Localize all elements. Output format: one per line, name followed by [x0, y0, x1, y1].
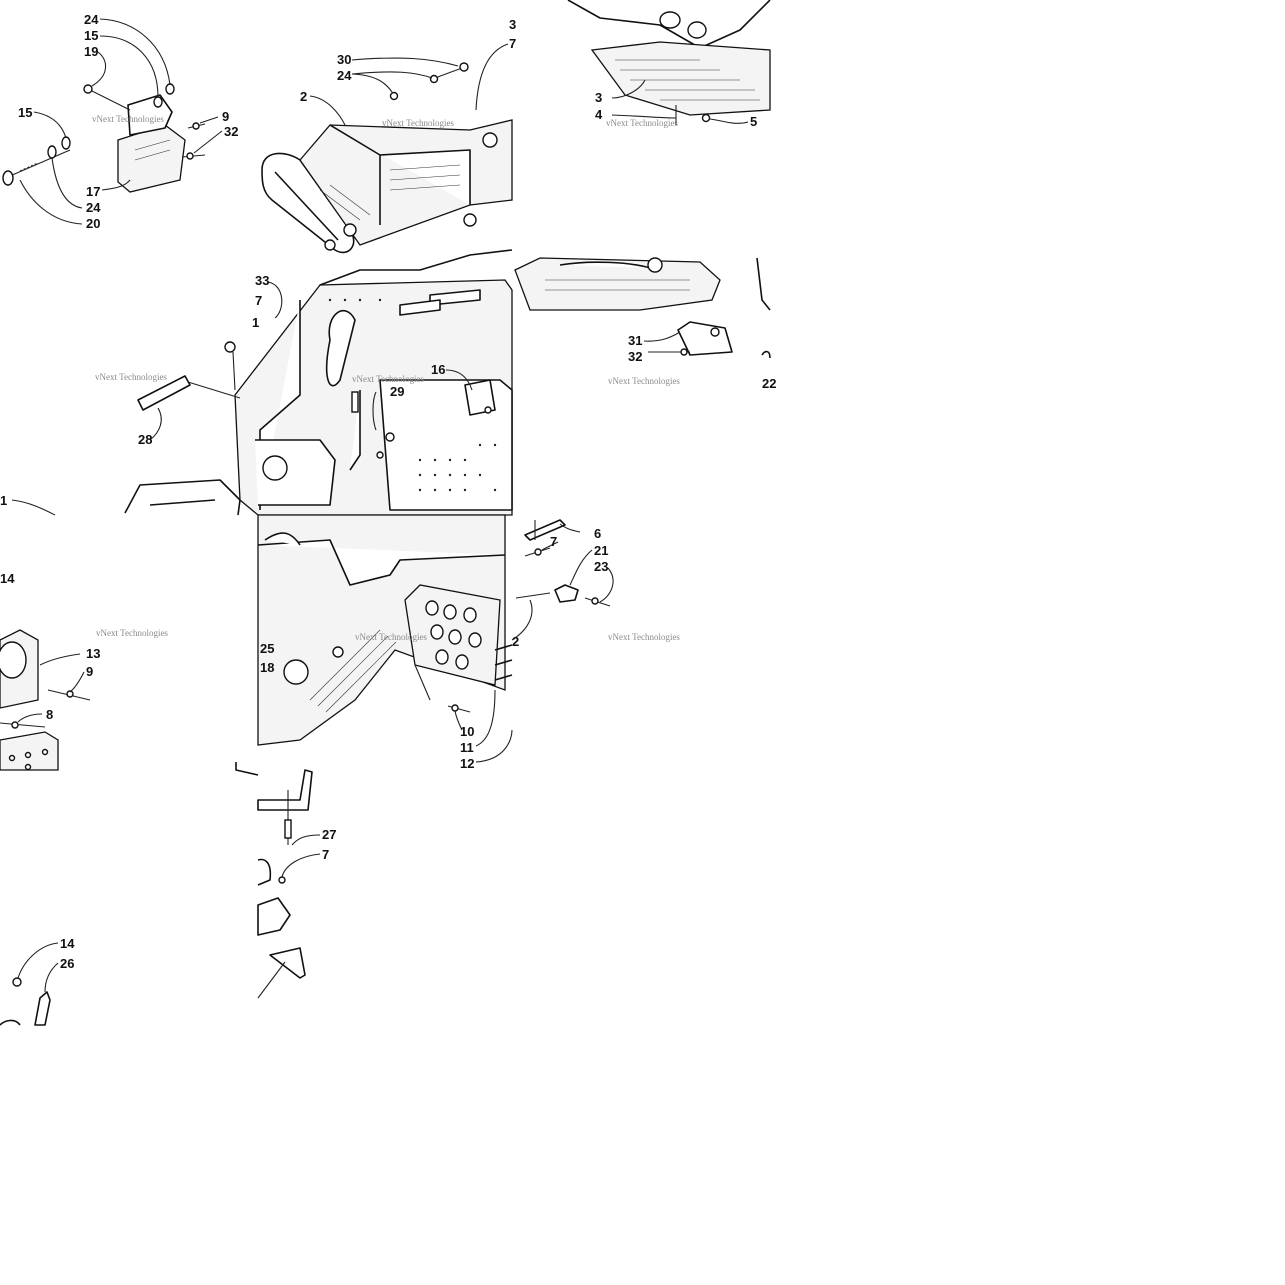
callout-29: 29 — [390, 384, 404, 399]
watermark: vNext Technologies — [92, 114, 164, 124]
tile-top-right: 3 4 5 31 32 22 vNext Technologies vNext … — [514, 0, 776, 391]
tile-middle-left: 14 13 9 8 14 26 vNext Technologies — [0, 571, 168, 1026]
callout-11: 11 — [460, 740, 474, 755]
callout-3: 3 — [509, 17, 516, 32]
callout-15: 15 — [18, 105, 32, 120]
strip-6 — [524, 519, 566, 541]
callout-1: 1 — [0, 493, 7, 508]
watermark: vNext Technologies — [352, 374, 424, 384]
callout-8: 8 — [46, 707, 53, 722]
callout-23: 23 — [594, 559, 608, 574]
callout-7: 7 — [255, 293, 262, 308]
frame-left-rail — [261, 152, 355, 254]
tray-3 — [590, 41, 771, 116]
callout-4: 4 — [595, 107, 603, 122]
callout-24: 24 — [84, 12, 99, 27]
callout-7: 7 — [322, 847, 329, 862]
callout-18: 18 — [260, 660, 274, 675]
callout-30: 30 — [337, 52, 351, 67]
callout-21: 21 — [594, 543, 608, 558]
plate-28 — [137, 375, 191, 411]
front-frame-panel — [257, 514, 506, 746]
tile-middle-center: 6 7 21 23 2 25 18 10 11 12 27 7 vNext Te… — [235, 514, 680, 999]
callout-7: 7 — [550, 534, 557, 549]
callout-22: 22 — [762, 376, 776, 391]
callout-1: 1 — [252, 315, 259, 330]
callout-33: 33 — [255, 273, 269, 288]
callout-13: 13 — [86, 646, 100, 661]
rivet-pattern — [328, 298, 497, 492]
tray-lower — [514, 257, 721, 311]
callout-32: 32 — [628, 349, 642, 364]
callout-9: 9 — [222, 109, 229, 124]
callout-27: 27 — [322, 827, 336, 842]
callout-10: 10 — [460, 724, 474, 739]
callout-3: 3 — [595, 90, 602, 105]
side-plate — [0, 731, 59, 771]
watermark: vNext Technologies — [355, 632, 427, 642]
clip-21 — [554, 584, 579, 603]
callout-2: 2 — [300, 89, 307, 104]
bracket-26 — [34, 991, 51, 1026]
tile-top-center: 30 24 3 7 2 33 7 1 16 29 28 1 vNext Tech… — [0, 17, 516, 516]
callout-24: 24 — [86, 200, 101, 215]
callout-20: 20 — [86, 216, 100, 231]
lower-bar — [257, 769, 313, 811]
frame-oval-cutout — [326, 309, 356, 387]
lower-bracket — [257, 897, 291, 936]
callout-14: 14 — [0, 571, 15, 586]
callout-24: 24 — [337, 68, 352, 83]
callout-26: 26 — [60, 956, 74, 971]
callout-17: 17 — [86, 184, 100, 199]
callout-19: 19 — [84, 44, 98, 59]
watermark: vNext Technologies — [96, 628, 168, 638]
watermark: vNext Technologies — [608, 632, 680, 642]
callout-7: 7 — [509, 36, 516, 51]
callout-2: 2 — [512, 634, 519, 649]
watermark: vNext Technologies — [95, 372, 167, 382]
watermark: vNext Technologies — [606, 118, 678, 128]
callout-6: 6 — [594, 526, 601, 541]
callout-25: 25 — [260, 641, 274, 656]
bracket-16 — [464, 379, 496, 416]
callout-32: 32 — [224, 124, 238, 139]
callout-12: 12 — [460, 756, 474, 771]
callout-28: 28 — [138, 432, 152, 447]
watermark: vNext Technologies — [608, 376, 680, 386]
callout-5: 5 — [750, 114, 757, 129]
callout-16: 16 — [431, 362, 445, 377]
callout-14: 14 — [60, 936, 75, 951]
callout-9: 9 — [86, 664, 93, 679]
tile-top-left: 24 15 19 15 9 32 17 24 20 vNext Technolo… — [2, 12, 238, 231]
callout-15: 15 — [84, 28, 98, 43]
callout-31: 31 — [628, 333, 642, 348]
watermark: vNext Technologies — [382, 118, 454, 128]
